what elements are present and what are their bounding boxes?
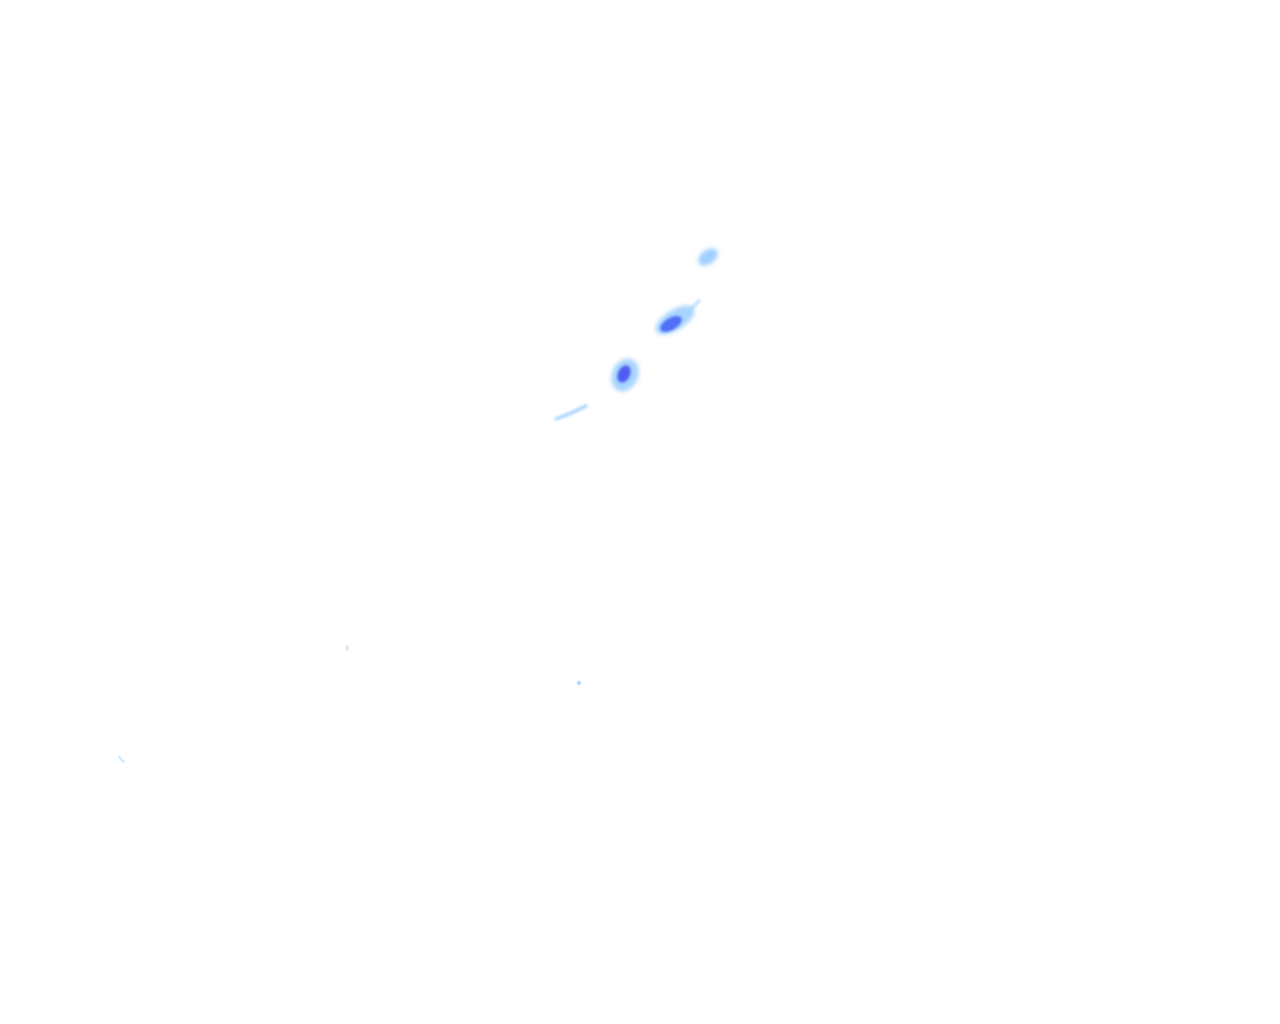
paint-blob-middle (655, 298, 702, 335)
speck-4 (182, 635, 184, 637)
speck-2 (576, 680, 582, 686)
speck-3 (118, 755, 126, 763)
paint-stroke-thin (554, 404, 588, 421)
paint-blob-top (698, 248, 718, 266)
speck-1 (345, 645, 349, 651)
paint-blob-lower (611, 358, 639, 392)
